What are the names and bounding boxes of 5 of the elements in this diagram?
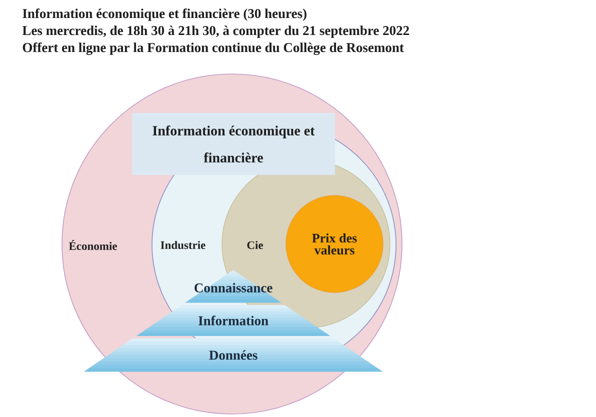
heading: Offert en ligne par la Formation continue du Collège de Rosemont <box>22 42 404 55</box>
title-banner: Information économique et financière <box>132 113 335 175</box>
node-label: Données <box>209 350 258 360</box>
heading: Les mercredis, de 18h 30 à 21h 30, à compter du 21 septembre 2022 <box>22 26 409 38</box>
heading: Information économique et financière (30 heures) <box>22 8 306 21</box>
